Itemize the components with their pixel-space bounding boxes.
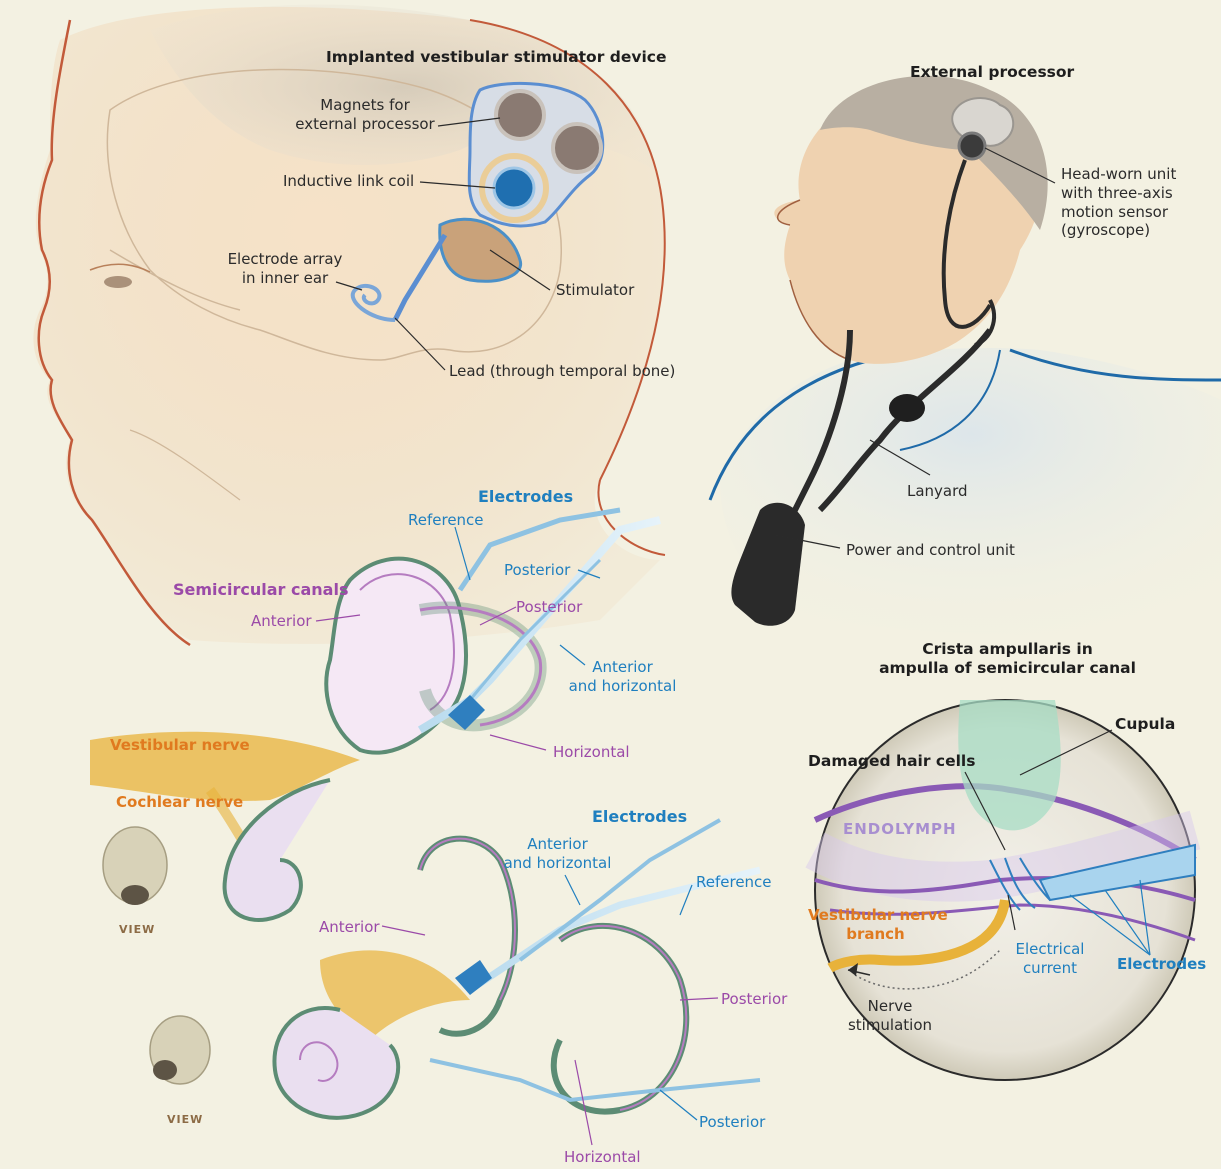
crista-title-line2: ampulla of semicircular canal xyxy=(870,659,1145,678)
upper-posterior-electrode-label: Posterior xyxy=(504,561,570,580)
implant-title: Implanted vestibular stimulator device xyxy=(326,48,666,67)
coil-label: Inductive link coil xyxy=(283,172,414,191)
cupula-label: Cupula xyxy=(1115,715,1175,734)
upper-view-label: VIEW xyxy=(119,923,155,937)
power-unit-label: Power and control unit xyxy=(846,541,1015,560)
head-worn-unit-label: Head-worn unit with three-axis motion se… xyxy=(1061,165,1176,240)
upper-reference-label: Reference xyxy=(408,511,484,530)
lower-posterior-canal-label: Posterior xyxy=(721,990,787,1009)
electrode-array-label-line1: Electrode array xyxy=(220,250,350,269)
crista-title-line1: Crista ampullaris in xyxy=(870,640,1145,659)
skull-view-icon-bottom xyxy=(150,1016,210,1084)
lower-view-label: VIEW xyxy=(167,1113,203,1127)
upper-posterior-canal-label: Posterior xyxy=(516,598,582,617)
semicircular-canals-title: Semicircular canals xyxy=(173,580,348,600)
head-worn-unit-line1: Head-worn unit xyxy=(1061,165,1176,184)
vestibular-nerve-branch-line1: Vestibular nerve xyxy=(808,906,943,925)
upper-anterior-horizontal-line1: Anterior xyxy=(565,658,680,677)
magnets-label-line2: external processor xyxy=(290,115,440,134)
nerve-stimulation-label: Nerve stimulation xyxy=(840,997,940,1035)
magnets-label-line1: Magnets for xyxy=(290,96,440,115)
lower-electrodes-title: Electrodes xyxy=(592,807,687,827)
electrical-current-line2: current xyxy=(1010,959,1090,978)
electrode-array-label: Electrode array in inner ear xyxy=(220,250,350,288)
skull-view-icon-top xyxy=(103,827,167,905)
magnets-label: Magnets for external processor xyxy=(290,96,440,134)
vestibular-nerve-branch-line2: branch xyxy=(808,925,943,944)
vestibular-nerve-label: Vestibular nerve xyxy=(110,736,250,755)
cochlear-nerve-label: Cochlear nerve xyxy=(116,793,243,812)
vestibular-nerve-branch-label: Vestibular nerve branch xyxy=(808,906,943,944)
lower-posterior-electrode-label: Posterior xyxy=(699,1113,765,1132)
crista-title: Crista ampullaris in ampulla of semicirc… xyxy=(870,640,1145,679)
upper-anterior-canal-label: Anterior xyxy=(251,612,312,631)
upper-anterior-horizontal-line2: and horizontal xyxy=(565,677,680,696)
external-processor-title: External processor xyxy=(910,63,1074,82)
crista-electrodes-label: Electrodes xyxy=(1117,955,1206,974)
lanyard-label: Lanyard xyxy=(907,482,968,501)
lower-horizontal-canal-label: Horizontal xyxy=(564,1148,641,1167)
head-worn-unit-line4: (gyroscope) xyxy=(1061,221,1176,240)
electrode-array-label-line2: in inner ear xyxy=(220,269,350,288)
upper-electrodes-title: Electrodes xyxy=(478,487,573,507)
electrical-current-line1: Electrical xyxy=(1010,940,1090,959)
damaged-hair-cells-label: Damaged hair cells xyxy=(808,752,975,771)
nerve-stimulation-line2: stimulation xyxy=(840,1016,940,1035)
lower-anterior-horizontal-line1: Anterior xyxy=(500,835,615,854)
lower-reference-label: Reference xyxy=(696,873,772,892)
head-worn-unit-line3: motion sensor xyxy=(1061,203,1176,222)
endolymph-label: ENDOLYMPH xyxy=(843,820,957,839)
lower-anterior-horizontal-line2: and horizontal xyxy=(500,854,615,873)
nerve-stimulation-line1: Nerve xyxy=(840,997,940,1016)
lower-anterior-horizontal-label: Anterior and horizontal xyxy=(500,835,615,873)
head-worn-unit-line2: with three-axis xyxy=(1061,184,1176,203)
stimulator-label: Stimulator xyxy=(556,281,634,300)
electrical-current-label: Electrical current xyxy=(1010,940,1090,978)
upper-anterior-horizontal-label: Anterior and horizontal xyxy=(565,658,680,696)
lead-label: Lead (through temporal bone) xyxy=(449,362,675,381)
lower-anterior-canal-label: Anterior xyxy=(319,918,380,937)
upper-horizontal-canal-label: Horizontal xyxy=(553,743,630,762)
